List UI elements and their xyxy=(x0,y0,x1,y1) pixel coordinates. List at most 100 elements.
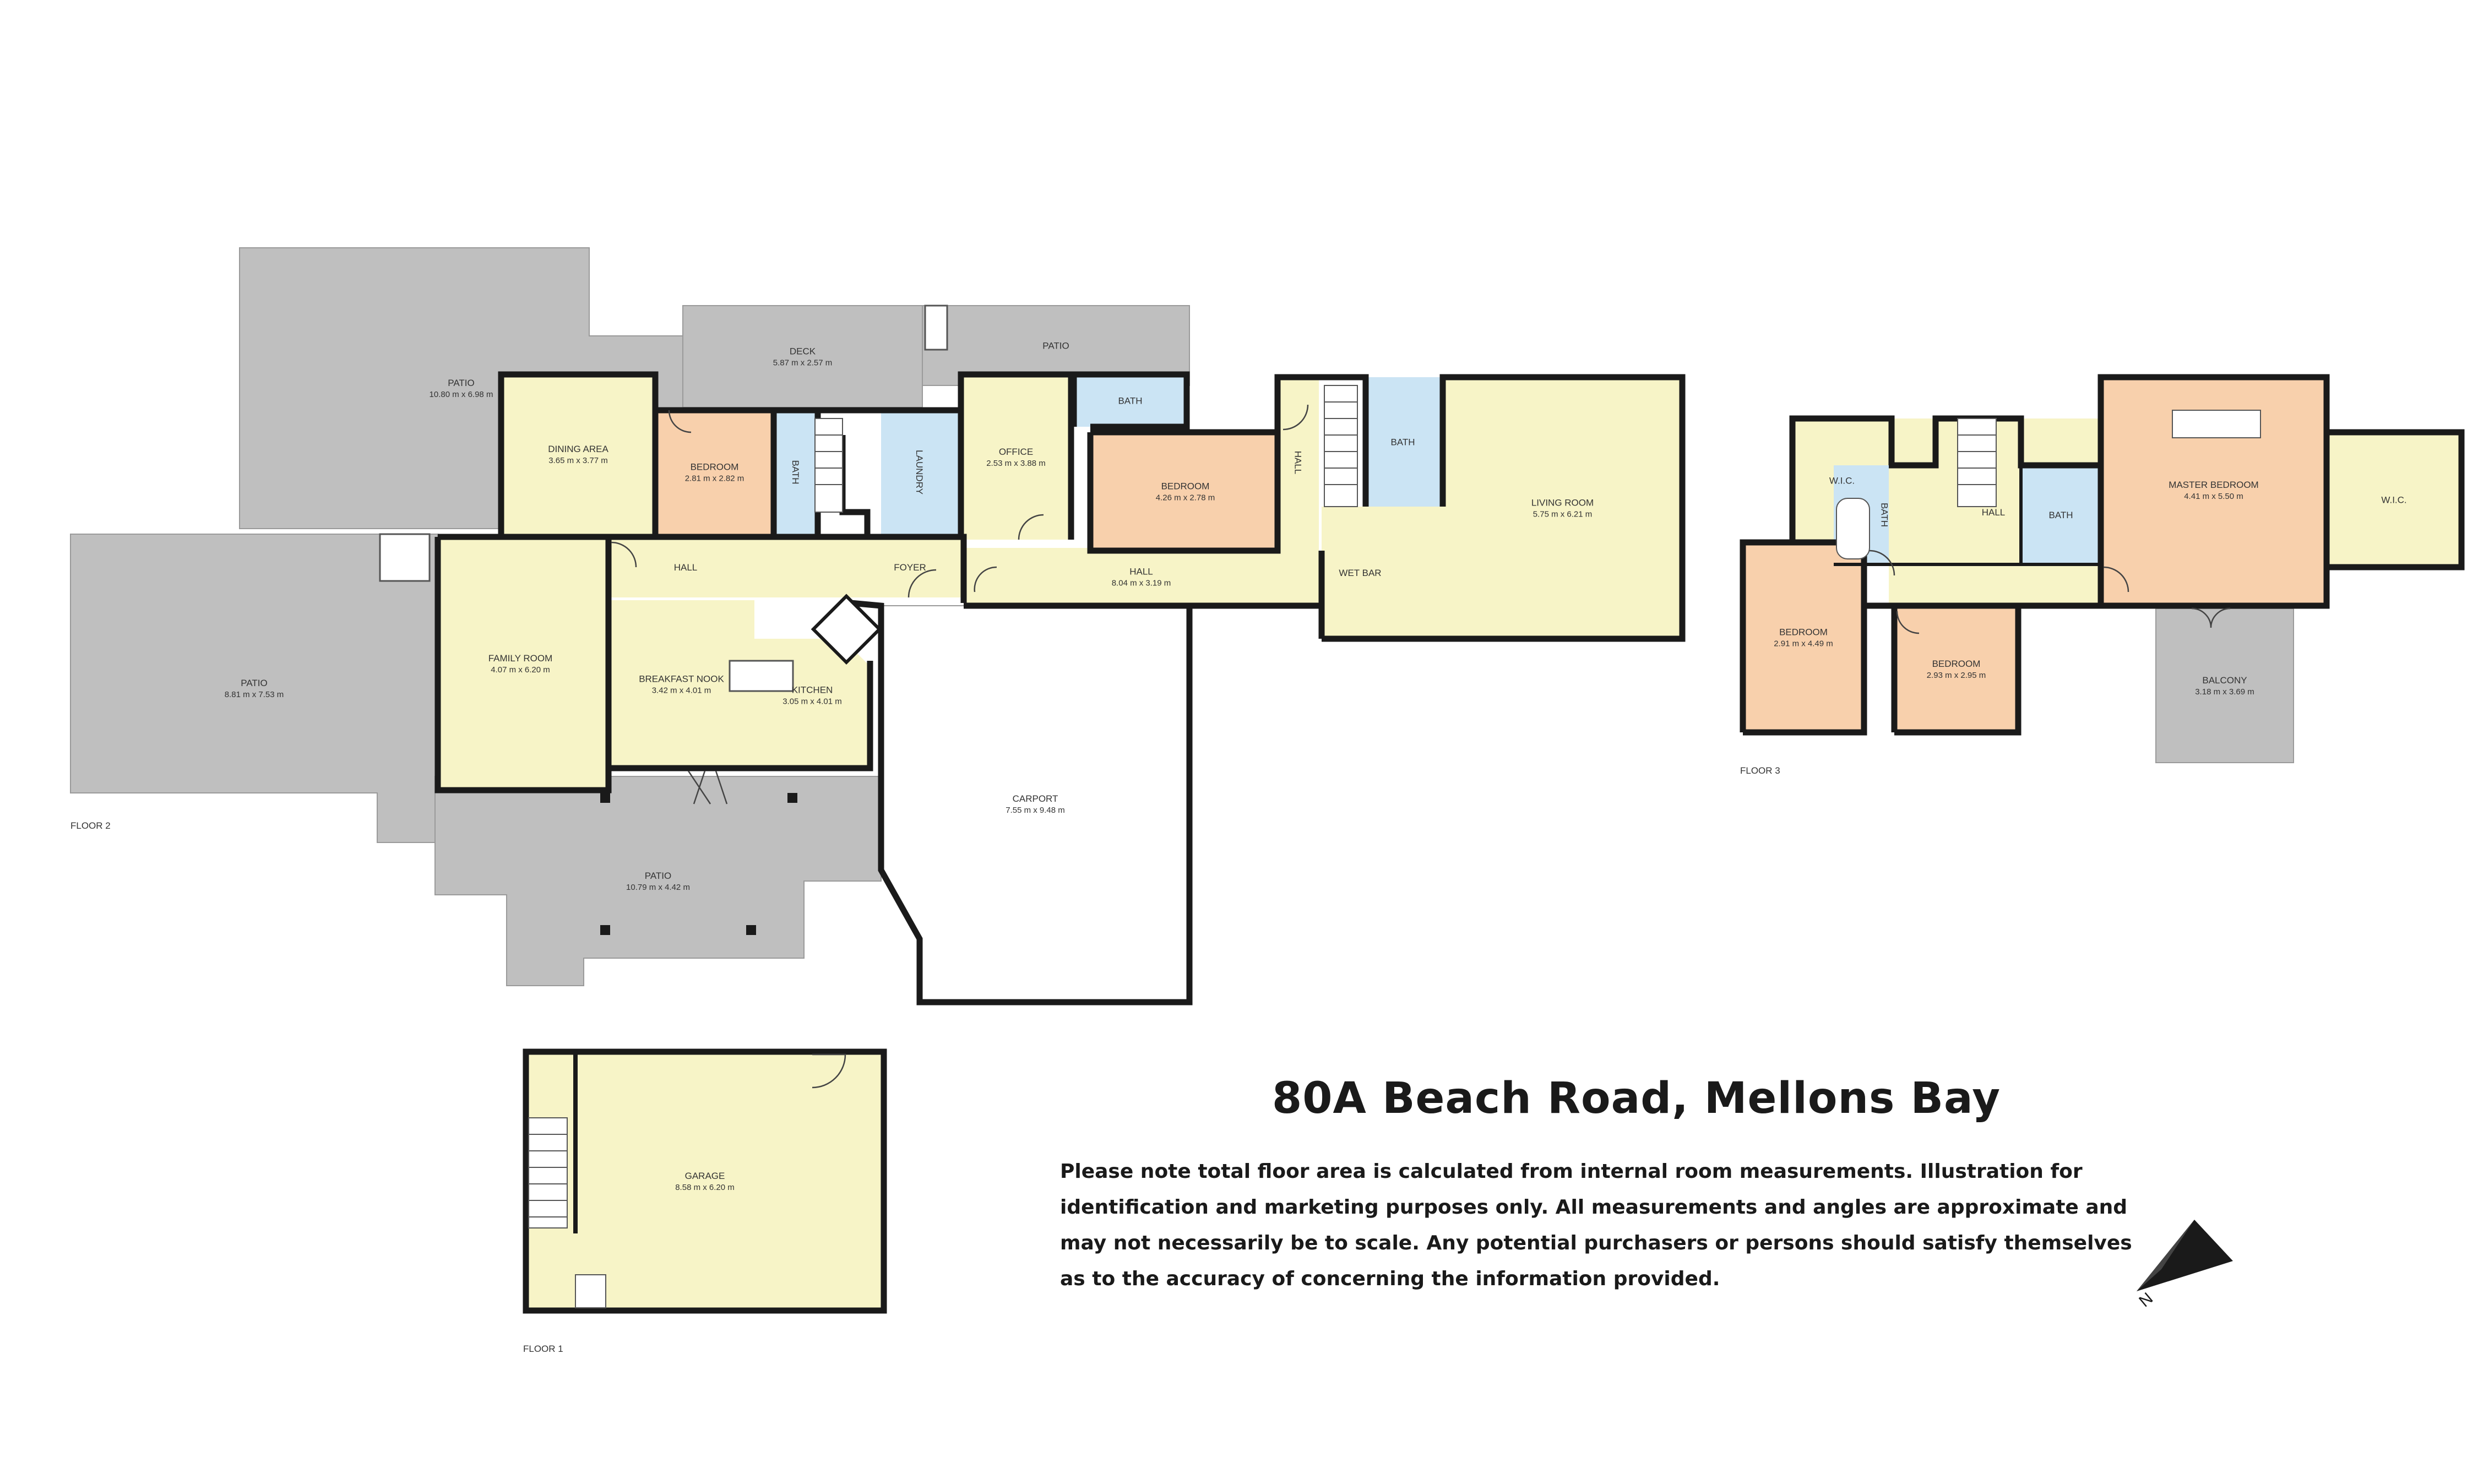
room-dimensions: 10.79 m x 4.42 m xyxy=(626,883,690,892)
room-label-patio-n: PATIO xyxy=(1042,341,1069,351)
room-dimensions: 5.87 m x 2.57 m xyxy=(773,358,833,368)
bath-e-area xyxy=(2021,465,2101,564)
room-name: FOYER xyxy=(894,562,926,573)
room-label-carport: CARPORT 7.55 m x 9.48 m xyxy=(1006,793,1065,815)
room-dimensions: 8.58 m x 6.20 m xyxy=(675,1183,735,1192)
room-label-office: OFFICE 2.53 m x 3.88 m xyxy=(986,447,1046,468)
room-label-wic-a: W.I.C. xyxy=(1829,476,1855,486)
bedroom-a-area xyxy=(655,410,774,534)
room-name: HALL xyxy=(674,562,698,573)
room-name: BATH xyxy=(2048,510,2073,520)
room-name: BALCONY xyxy=(2202,675,2247,686)
room-name: MASTER BEDROOM xyxy=(2169,480,2258,490)
dining-area xyxy=(501,374,655,534)
room-label-bath-c: BATH xyxy=(1390,437,1415,448)
room-name: DINING AREA xyxy=(548,444,608,454)
hall-e-area xyxy=(964,548,1319,606)
bath-a-area xyxy=(774,410,818,534)
room-dimensions: 7.55 m x 9.48 m xyxy=(1006,806,1065,815)
room-name: W.I.C. xyxy=(1829,476,1855,486)
room-name: BATH xyxy=(1118,396,1142,406)
room-name: OFFICE xyxy=(999,447,1033,457)
room-label-wetbar: WET BAR xyxy=(1339,568,1381,578)
room-name: DECK xyxy=(790,346,816,357)
hall-w-area xyxy=(608,537,856,597)
family-room-area xyxy=(435,537,606,790)
wet-bar-area xyxy=(1322,507,1443,639)
room-label-garage: GARAGE 8.58 m x 6.20 m xyxy=(675,1171,735,1192)
room-label-patio-w: PATIO 8.81 m x 7.53 m xyxy=(225,678,284,699)
room-dimensions: 10.80 m x 6.98 m xyxy=(430,390,493,399)
hall-n-area xyxy=(1278,377,1319,548)
room-label-living: LIVING ROOM 5.75 m x 6.21 m xyxy=(1531,498,1594,519)
room-dimensions: 2.81 m x 2.82 m xyxy=(685,474,745,483)
room-name: PATIO xyxy=(1042,341,1069,351)
room-name: LIVING ROOM xyxy=(1531,498,1594,508)
room-label-patio-s: PATIO 10.79 m x 4.42 m xyxy=(626,871,690,892)
room-name: BEDROOM xyxy=(1779,627,1828,638)
room-label-bath-d: BATH xyxy=(1879,503,1890,527)
room-name: LAUNDRY xyxy=(914,450,925,494)
deck-area xyxy=(682,305,923,408)
bedroom-b-area xyxy=(1093,432,1278,551)
room-name: PATIO xyxy=(645,871,672,881)
room-label-master: MASTER BEDROOM 4.41 m x 5.50 m xyxy=(2169,480,2258,501)
room-name: HALL xyxy=(1982,507,2006,518)
bedroom-c-area xyxy=(1743,542,1864,732)
room-dimensions: 3.18 m x 3.69 m xyxy=(2195,687,2254,697)
floor-3-label: FLOOR 3 xyxy=(1740,765,1780,776)
room-name: BATH xyxy=(1390,437,1415,448)
room-label-bath-e: BATH xyxy=(2048,510,2073,520)
room-label-dining: DINING AREA 3.65 m x 3.77 m xyxy=(548,444,608,465)
room-name: PATIO xyxy=(241,678,268,688)
room-dimensions: 3.05 m x 4.01 m xyxy=(782,697,842,706)
north-label: N xyxy=(2135,1289,2156,1311)
floor-1-label: FLOOR 1 xyxy=(523,1344,563,1354)
room-name: HALL xyxy=(1293,451,1303,475)
room-dimensions: 4.41 m x 5.50 m xyxy=(2184,492,2243,501)
patio-s-area xyxy=(434,776,882,986)
room-name: BATH xyxy=(790,460,801,484)
room-name: FAMILY ROOM xyxy=(488,653,553,664)
room-dimensions: 4.26 m x 2.78 m xyxy=(1156,493,1215,503)
room-name: W.I.C. xyxy=(2381,495,2406,505)
room-name: WET BAR xyxy=(1339,568,1381,578)
room-label-laundry: LAUNDRY xyxy=(914,450,925,494)
disclaimer-text: Please note total floor area is calculat… xyxy=(1060,1160,2132,1290)
room-name: BEDROOM xyxy=(691,462,739,472)
room-dimensions: 2.93 m x 2.95 m xyxy=(1927,671,1986,680)
room-dimensions: 8.81 m x 7.53 m xyxy=(225,690,284,699)
property-address-title: 80A Beach Road, Mellons Bay xyxy=(1272,1074,2001,1123)
room-label-bath-b: BATH xyxy=(1118,396,1142,406)
north-arrow-icon: N xyxy=(2135,1220,2233,1311)
room-dimensions: 2.91 m x 4.49 m xyxy=(1774,639,1833,649)
floor-2-label: FLOOR 2 xyxy=(70,820,111,831)
room-label-bath-a: BATH xyxy=(790,460,801,484)
room-name: HALL xyxy=(1129,567,1153,577)
room-label-hall-w: HALL xyxy=(674,562,698,573)
room-dimensions: 5.75 m x 6.21 m xyxy=(1533,510,1593,519)
living-room-area xyxy=(1443,377,1682,639)
room-name: GARAGE xyxy=(685,1171,725,1181)
room-label-bedroom-a: BEDROOM 2.81 m x 2.82 m xyxy=(685,462,745,483)
room-name: CARPORT xyxy=(1013,793,1058,804)
wic-b-area xyxy=(2327,432,2461,567)
room-dimensions: 2.53 m x 3.88 m xyxy=(986,459,1046,468)
room-label-hall-3: HALL xyxy=(1982,507,2006,518)
room-dimensions: 4.07 m x 6.20 m xyxy=(491,665,550,675)
laundry-area xyxy=(881,410,958,534)
bath-c-area xyxy=(1366,377,1440,507)
room-name: BEDROOM xyxy=(1161,481,1210,492)
room-dimensions: 3.65 m x 3.77 m xyxy=(548,456,608,465)
bedroom-d-area xyxy=(1894,606,2018,732)
